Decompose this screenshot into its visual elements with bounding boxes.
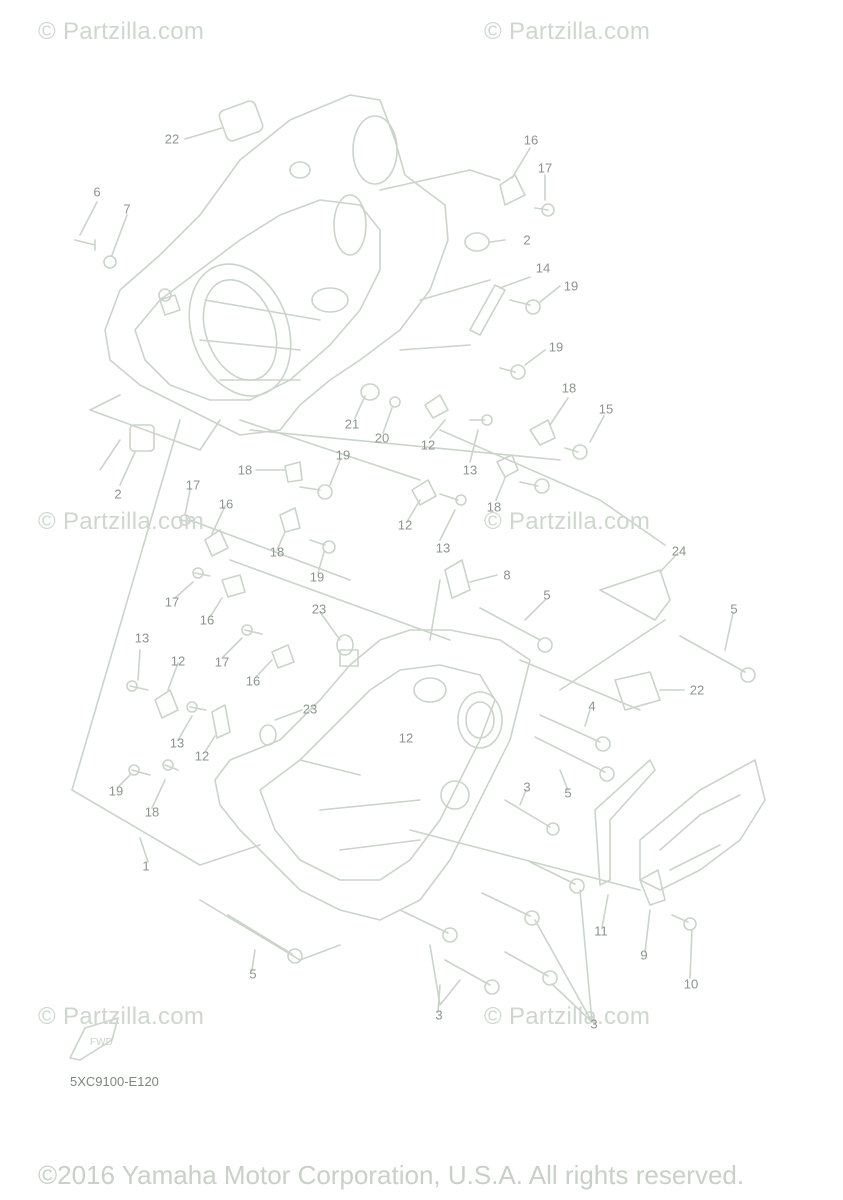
callout-label: 18 [561, 380, 577, 396]
callout-label: 10 [683, 976, 699, 992]
lower-crankcase-half [214, 629, 531, 921]
callout-label: 16 [523, 132, 539, 148]
callout-label: 20 [374, 430, 390, 446]
callout-label: 19 [108, 783, 124, 799]
partzilla-watermark: © Partzilla.com [484, 1003, 651, 1030]
partzilla-watermark: © Partzilla.com [38, 1003, 205, 1030]
callout-label: 1 [142, 858, 150, 874]
upper-crankcase-half [104, 94, 449, 436]
callout-label: 7 [123, 201, 131, 217]
sprocket-cover [594, 759, 766, 906]
callout-label: 17 [185, 477, 201, 493]
callout-label: 12 [398, 730, 414, 746]
fwd-logo-text: FWD [90, 1037, 113, 1048]
callout-label: 5 [249, 966, 257, 982]
partzilla-watermark: © Partzilla.com [484, 508, 651, 535]
callout-label: 12 [397, 517, 413, 533]
callout-label: 22 [164, 131, 180, 147]
callout-label: 5 [730, 601, 738, 617]
callout-label: 19 [335, 447, 351, 463]
callout-label: 19 [548, 339, 564, 355]
leader-lines [71, 169, 666, 961]
bolts [74, 203, 756, 995]
callout-label: 16 [245, 673, 261, 689]
callout-label: 13 [134, 630, 150, 646]
callout-label: 4 [588, 698, 596, 714]
hose-clamps [154, 174, 671, 739]
callout-leaders [79, 127, 734, 1023]
callout-label: 18 [486, 499, 502, 515]
callout-label: 23 [302, 701, 318, 717]
callout-label: 12 [194, 748, 210, 764]
callout-label: 18 [237, 462, 253, 478]
callout-label: 12 [170, 653, 186, 669]
callout-label: 19 [309, 569, 325, 585]
callout-label: 8 [503, 567, 511, 583]
callout-label: 21 [344, 416, 360, 432]
callout-label: 19 [563, 278, 579, 294]
callout-label: 6 [93, 184, 101, 200]
front-direction-logo: FWD [69, 1017, 119, 1061]
callout-label: 2 [114, 486, 122, 502]
callout-label: 17 [537, 160, 553, 176]
partzilla-watermark: © Partzilla.com [484, 18, 651, 45]
copyright-notice: ©2016 Yamaha Motor Corporation, U.S.A. A… [38, 1160, 745, 1190]
callout-label: 5 [543, 587, 551, 603]
diagram-code: 5XC9100-E120 [70, 1074, 159, 1089]
dowels-and-bushings [129, 100, 661, 746]
callout-label: 22 [689, 682, 705, 698]
callout-label: 13 [435, 540, 451, 556]
callout-label: 13 [169, 735, 185, 751]
callout-label: 16 [218, 496, 234, 512]
callout-label: 17 [164, 594, 180, 610]
partzilla-watermark: © Partzilla.com [38, 18, 205, 45]
callout-label: 3 [435, 1007, 443, 1023]
callout-label: 3 [590, 1016, 598, 1032]
callout-label: 11 [594, 923, 608, 939]
callout-label: 15 [598, 401, 614, 417]
callout-label: 13 [462, 462, 478, 478]
callout-label: 18 [269, 544, 285, 560]
callout-label: 5 [564, 785, 572, 801]
callout-label: 17 [214, 654, 230, 670]
callout-label: 18 [144, 804, 160, 820]
callout-label: 12 [420, 437, 436, 453]
callout-label: 9 [640, 947, 648, 963]
callout-label: 16 [199, 612, 215, 628]
callout-label: 23 [311, 601, 327, 617]
callout-label: 2 [523, 232, 531, 248]
partzilla-watermark: © Partzilla.com [38, 508, 205, 535]
callout-label: 3 [523, 779, 531, 795]
callout-label: 24 [671, 543, 687, 559]
callout-label: 14 [535, 260, 551, 276]
